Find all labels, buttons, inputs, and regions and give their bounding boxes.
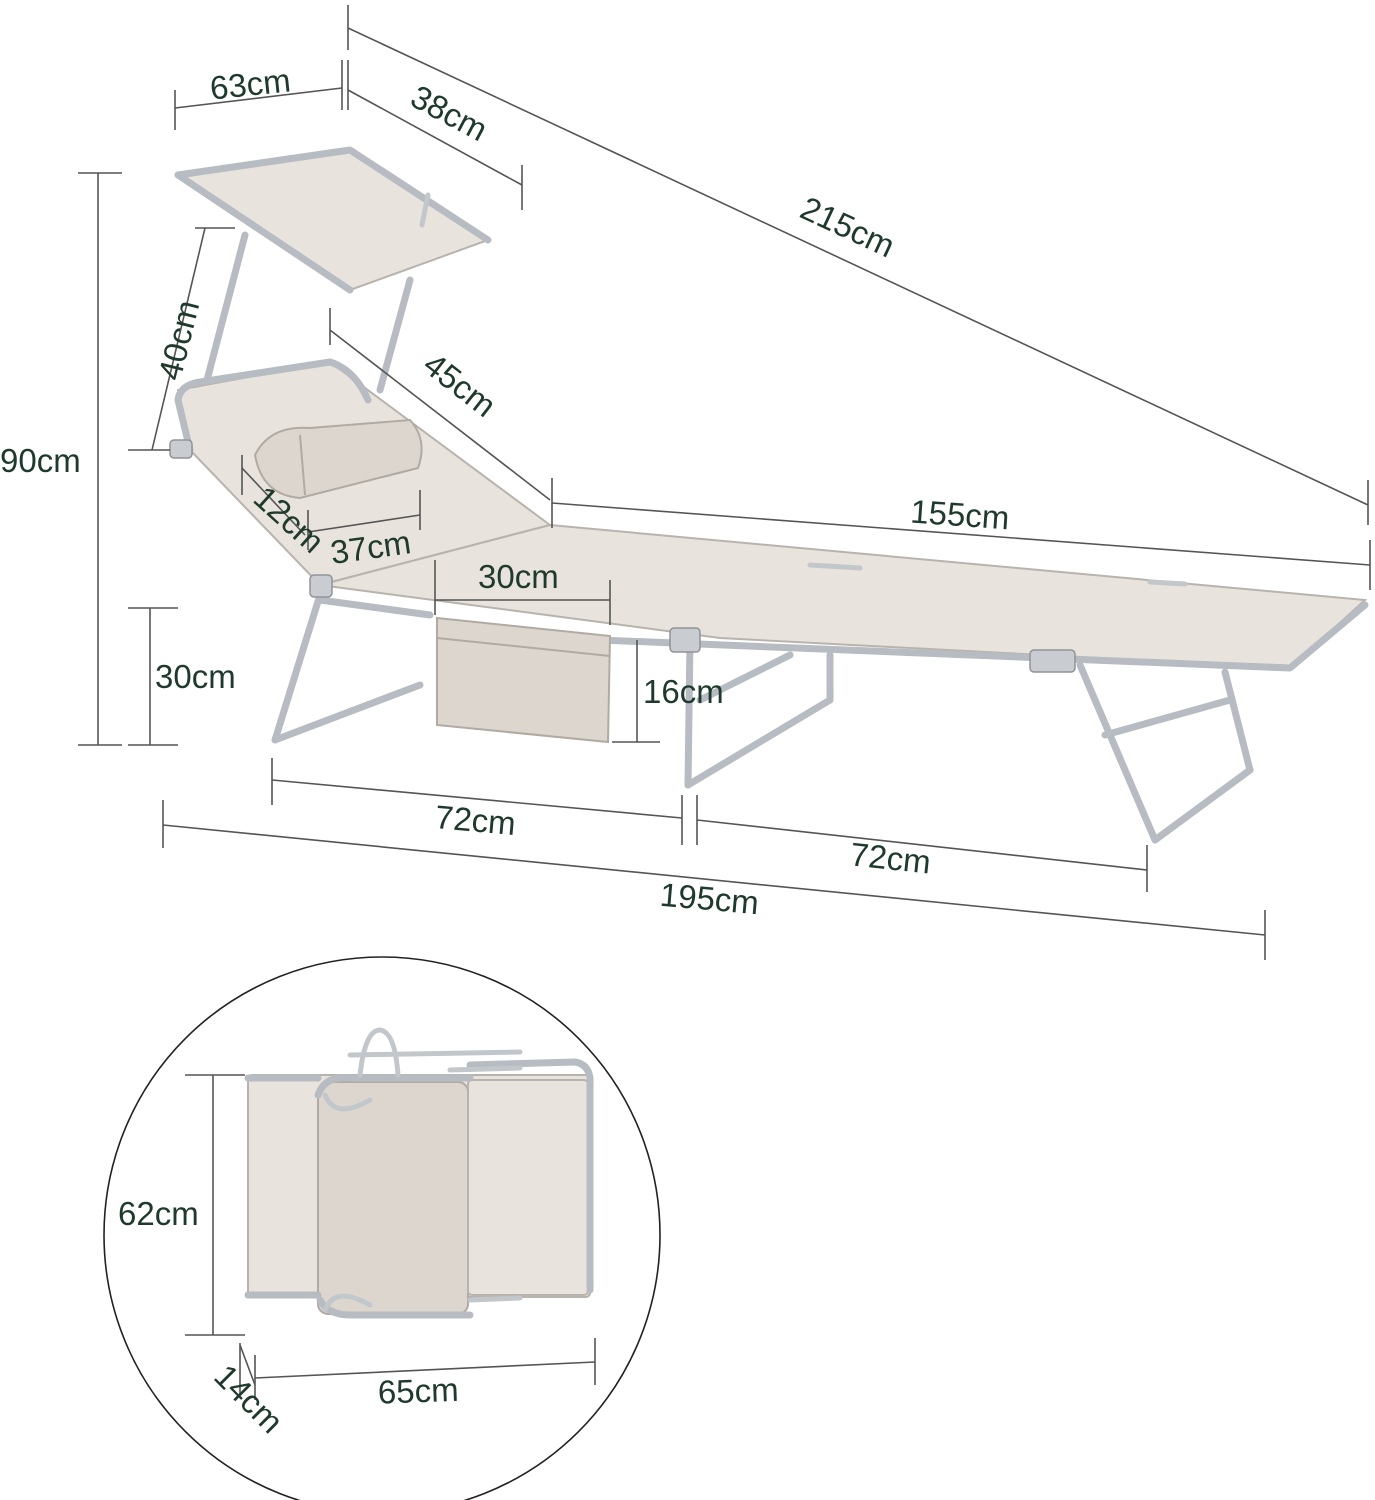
label-total-length: 215cm — [795, 189, 900, 264]
side-pocket — [436, 616, 612, 744]
label-bed-length: 155cm — [909, 493, 1010, 537]
label-folded-height: 62cm — [118, 1195, 199, 1232]
label-pocket-height: 16cm — [643, 673, 724, 710]
label-leg-span-1: 72cm — [434, 798, 518, 842]
label-seat-height: 30cm — [155, 658, 236, 695]
bed-fabric — [319, 523, 1369, 672]
label-canopy-height: 40cm — [151, 296, 206, 383]
label-total-height: 90cm — [0, 442, 81, 479]
label-backrest-length: 45cm — [417, 345, 503, 424]
label-canopy-depth: 38cm — [405, 78, 494, 149]
label-canopy-width: 63cm — [208, 61, 292, 106]
label-pocket-width: 30cm — [478, 558, 559, 595]
folded-lounger — [244, 1027, 594, 1319]
label-leg-span-2: 72cm — [848, 835, 932, 880]
inset-dimension-lines — [185, 1074, 596, 1400]
pillow — [253, 418, 423, 500]
folded-view-inset: 62cm 65cm 14cm — [103, 956, 661, 1500]
label-folded-width: 65cm — [377, 1371, 459, 1411]
dimension-lines — [78, 5, 1371, 960]
sun-lounger-illustration — [169, 146, 1369, 844]
inset-circle — [103, 956, 661, 1500]
label-frame-length: 195cm — [659, 876, 761, 921]
lounger-legs — [169, 439, 1254, 844]
sun-canopy — [174, 146, 492, 449]
